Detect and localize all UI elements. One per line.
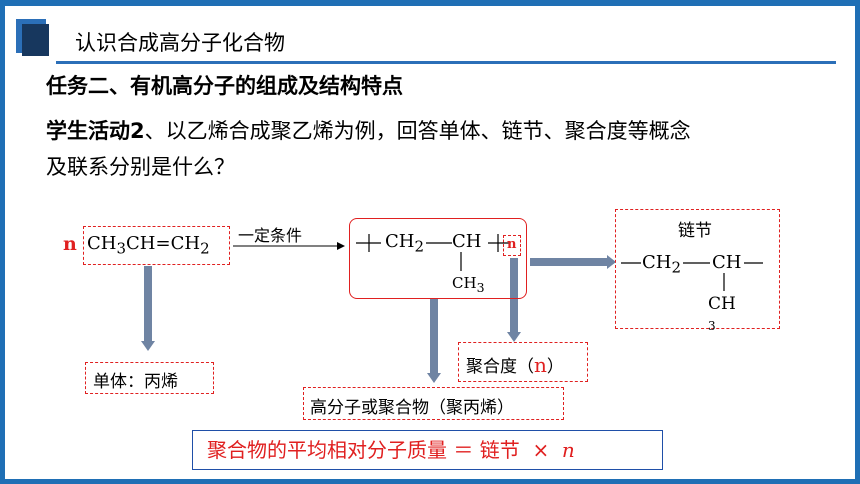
monomer-down-arrow-shaft xyxy=(144,266,152,342)
chain-link-box xyxy=(615,209,780,329)
polymer-label: 高分子或聚合物（聚丙烯） xyxy=(310,398,514,418)
chain-link-arrow-head xyxy=(607,255,616,269)
chain-link-label: 链节 xyxy=(678,221,712,241)
monomer-label-box xyxy=(85,362,214,394)
polymer-down-arrow-head xyxy=(427,373,441,383)
degree-prefix: 聚合度（ xyxy=(466,357,534,377)
reaction-arrow-head xyxy=(337,242,345,250)
degree-suffix: ） xyxy=(546,357,564,377)
activity-line-1: 学生活动2、以乙烯合成聚乙烯为例，回答单体、链节、聚合度等概念 xyxy=(46,116,691,146)
polymer-box xyxy=(349,218,527,299)
polymer-n-box xyxy=(503,235,521,256)
polymer-n: n xyxy=(507,237,517,252)
formula-main: 聚合物的平均相对分子质量 ＝ 链节 xyxy=(207,438,520,462)
degree-label: 聚合度（n） xyxy=(466,352,564,377)
degree-down-arrow-shaft xyxy=(510,258,518,333)
chain-link-ch2: CH2 xyxy=(642,252,682,277)
activity-lead: 学生活动2 xyxy=(46,119,145,143)
polymer-ch2: CH2 xyxy=(385,231,425,256)
monomer-formula: CH3CH=CH2 xyxy=(87,233,210,258)
degree-down-arrow-head xyxy=(507,332,521,342)
polymer-ch: CH xyxy=(452,231,482,252)
activity-text-1: 、以乙烯合成聚乙烯为例，回答单体、链节、聚合度等概念 xyxy=(144,119,691,143)
formula-n: n xyxy=(561,438,575,462)
activity-line-2: 及联系分别是什么？ xyxy=(46,155,235,179)
polymer-ch3: CH3 xyxy=(452,274,485,295)
monomer-n: n xyxy=(63,233,77,255)
chain-link-arrow-shaft xyxy=(530,258,608,266)
degree-label-box xyxy=(458,342,588,382)
chain-link-ch: CH xyxy=(712,252,742,273)
header-rule xyxy=(56,61,836,64)
header-logo-block-front xyxy=(22,24,49,56)
chain-link-ch3-sub: 3 xyxy=(708,319,716,333)
monomer-down-arrow-head xyxy=(141,341,155,351)
degree-n: n xyxy=(534,353,547,377)
monomer-box xyxy=(83,226,230,265)
header-title: 认识合成高分子化合物 xyxy=(75,31,285,55)
formula-box: 聚合物的平均相对分子质量 ＝ 链节 × n xyxy=(192,430,663,470)
formula-text: 聚合物的平均相对分子质量 ＝ 链节 × n xyxy=(207,437,575,463)
formula-times: × xyxy=(532,438,550,462)
reaction-condition: 一定条件 xyxy=(238,226,303,245)
polymer-down-arrow-shaft xyxy=(430,298,438,374)
task-title: 任务二、有机高分子的组成及结构特点 xyxy=(46,74,403,98)
monomer-label: 单体：丙烯 xyxy=(93,372,178,392)
polymer-label-box xyxy=(303,387,564,420)
chain-link-ch3-c: CH xyxy=(708,294,736,314)
